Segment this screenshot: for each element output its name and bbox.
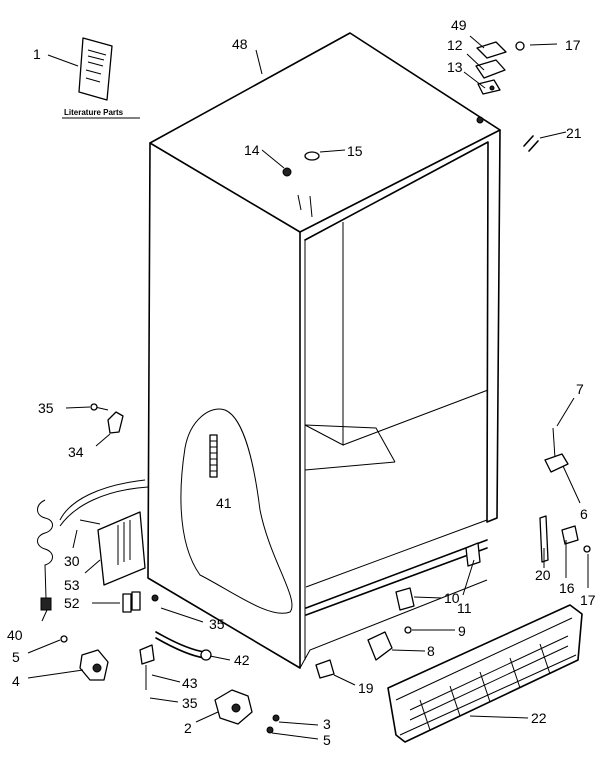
cabinet-shell [147, 32, 501, 669]
callout-14: 14 [244, 142, 260, 158]
base-grille-part-22 [387, 604, 583, 743]
leveling-parts [539, 515, 591, 563]
callout-21: 21 [566, 125, 582, 141]
callout-11: 11 [457, 600, 472, 616]
callout-2: 2 [184, 720, 192, 736]
clip-part-21 [523, 135, 539, 152]
callout-1: 1 [33, 46, 41, 62]
mount-part-4 [60, 635, 109, 681]
callout-30: 30 [64, 553, 80, 569]
drain-tube-part-41 [209, 434, 218, 478]
callout-49: 49 [451, 17, 467, 33]
callout-41: 41 [216, 495, 232, 511]
callout-17-top: 17 [565, 37, 581, 53]
relay-cover-assembly [59, 479, 149, 586]
callout-4: 4 [12, 673, 20, 689]
callout-7: 7 [576, 381, 584, 397]
bracket-part-34 [90, 403, 124, 434]
literature-booklet-part-1: Literature Parts [62, 37, 140, 119]
callout-40: 40 [7, 627, 23, 643]
callout-15: 15 [347, 143, 363, 159]
callout-8: 8 [427, 643, 435, 659]
callout-22: 22 [531, 710, 547, 726]
callout-16: 16 [559, 580, 575, 596]
literature-parts-label: Literature Parts [64, 108, 124, 117]
callout-19: 19 [358, 680, 374, 696]
callout-53: 53 [64, 577, 80, 593]
callout-5-left: 5 [12, 649, 20, 665]
callout-42: 42 [234, 652, 250, 668]
callout-52: 52 [64, 595, 80, 611]
callout-48: 48 [232, 36, 248, 52]
roller-part-6 [544, 427, 569, 473]
callout-6: 6 [580, 506, 588, 522]
leader-lines [27, 35, 589, 740]
callout-35-low: 35 [182, 695, 198, 711]
callout-20: 20 [535, 567, 551, 583]
callout-10: 10 [444, 590, 460, 606]
connector-part-52 [122, 591, 159, 613]
callout-43: 43 [182, 675, 198, 691]
callout-3: 3 [323, 716, 331, 732]
callout-13: 13 [447, 59, 463, 75]
mount-part-2 [214, 689, 280, 734]
power-cord-part-40 [37, 499, 53, 611]
callout-35-left: 35 [38, 400, 54, 416]
callout-35-mid: 35 [209, 616, 225, 632]
top-screws [282, 151, 320, 177]
callout-5-low: 5 [323, 732, 331, 748]
callout-9: 9 [458, 623, 466, 639]
callout-34: 34 [68, 444, 84, 460]
hinge-parts [475, 41, 525, 124]
callout-numbers: 1 48 49 12 13 17 14 15 21 35 34 41 30 53… [7, 17, 596, 748]
callout-12: 12 [447, 37, 463, 53]
bracket-parts-8-9-19 [315, 626, 412, 679]
drain-hose-part-42 [139, 631, 212, 690]
callout-17-low: 17 [580, 592, 596, 608]
blocks-parts-10-11 [395, 542, 481, 611]
